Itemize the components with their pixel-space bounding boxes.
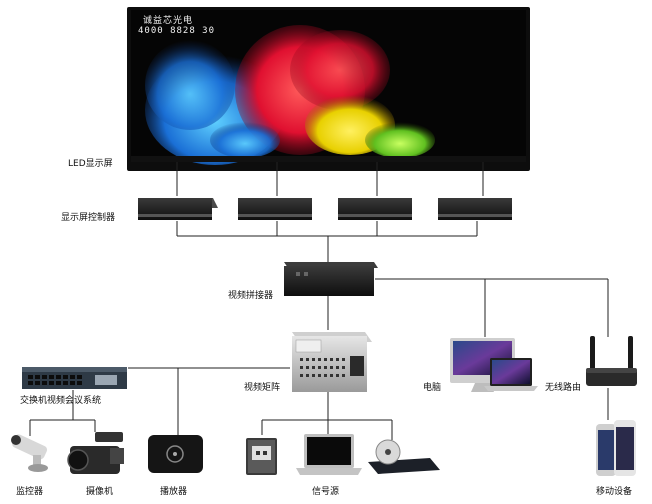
controller-box-2 [238, 198, 312, 220]
label-computer: 电脑 [423, 383, 442, 393]
dvd-player-device [368, 439, 440, 474]
label-monitor-camera: 监控器 [16, 487, 44, 497]
label-display-controller: 显示屏控制器 [61, 213, 116, 223]
label-led-display: LED显示屏 [68, 159, 113, 169]
video-splicer-device [284, 262, 378, 296]
label-wireless-router: 无线路由 [545, 383, 582, 393]
security-camera-device [11, 434, 48, 472]
media-player-device [148, 435, 203, 473]
hard-drive-device [246, 438, 277, 475]
smartphones-device [596, 420, 636, 476]
controller-box-1 [138, 198, 218, 220]
controller-box-3 [338, 198, 412, 220]
label-switch-conference: 交换机视频会议系统 [20, 396, 102, 406]
wireless-router-device [586, 336, 637, 386]
controller-box-4 [438, 198, 512, 220]
laptop-computer-device [484, 358, 538, 391]
led-display-screen [127, 7, 530, 171]
signal-laptop-device [296, 434, 362, 475]
label-signal-source: 信号源 [312, 487, 340, 497]
connection-lines [29, 162, 609, 440]
screen-phone-text: 4000 8828 30 [138, 26, 216, 36]
network-switch-device [22, 367, 127, 389]
label-video-matrix: 视频矩阵 [244, 383, 281, 393]
screen-brand-text: 诚益芯光电 [143, 16, 194, 26]
video-matrix-device [292, 332, 372, 392]
label-video-splicer: 视频拼接器 [228, 291, 274, 301]
splash-artwork [145, 25, 435, 165]
label-mobile-device: 移动设备 [596, 487, 633, 497]
label-camcorder: 摄像机 [86, 487, 114, 497]
label-player: 播放器 [160, 487, 188, 497]
camcorder-device [67, 432, 124, 474]
